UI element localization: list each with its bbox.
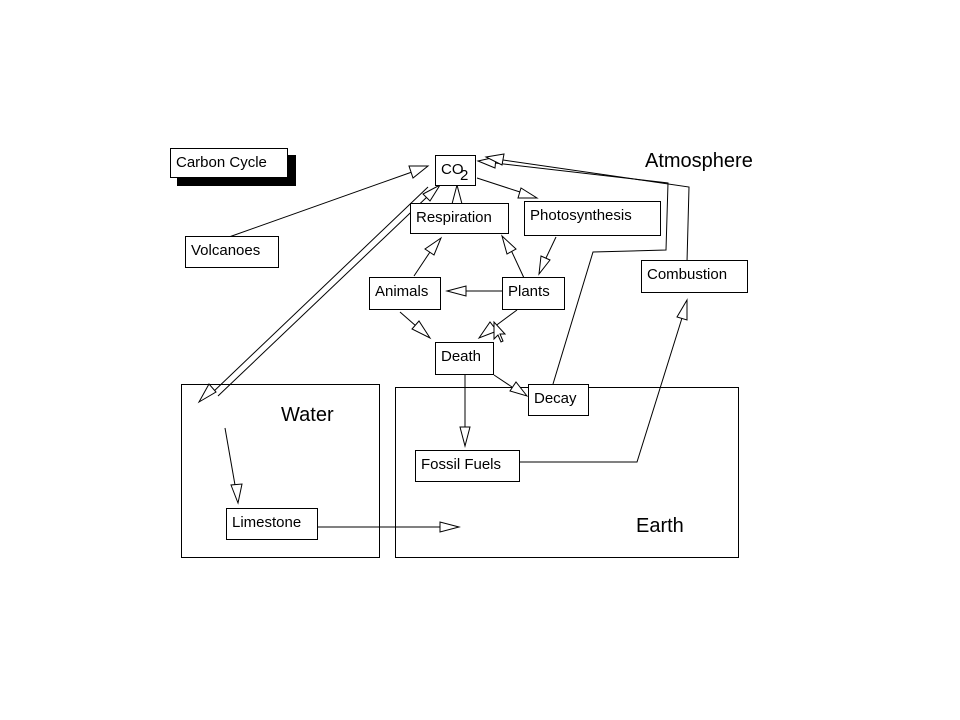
edge-combustion-co2	[502, 159, 690, 263]
combustion-node: Combustion	[641, 260, 748, 293]
decay-node: Decay	[528, 384, 589, 416]
arrowhead-co2-from-water	[422, 183, 442, 202]
plants-node: Plants	[502, 277, 565, 310]
death-node: Death	[435, 342, 494, 375]
edge-fossil-combustion	[519, 317, 683, 463]
edge-co2-water	[211, 186, 429, 394]
cursor-arrow	[493, 320, 507, 343]
edge-decay-co2	[494, 162, 669, 385]
earth-label: Earth	[636, 515, 684, 537]
arrowhead-earth	[439, 521, 461, 533]
animals-node: Animals	[369, 277, 441, 310]
edge-animals-respiration	[413, 251, 431, 277]
arrowhead-combustion	[676, 298, 688, 321]
edge-water-limestone	[224, 427, 236, 486]
edge-volcanoes-co2	[228, 171, 413, 238]
edge-animals-death	[399, 311, 417, 327]
arrowhead-death-from-animals	[411, 320, 432, 340]
arrowhead-animals	[445, 285, 467, 297]
arrowhead-co2-from-respiration	[451, 183, 463, 205]
arrowhead-decay	[509, 381, 529, 397]
edge-death-decay	[493, 374, 513, 388]
volcanoes-node: Volcanoes	[185, 236, 279, 268]
edge-water-co2	[217, 195, 429, 397]
respiration-node: Respiration	[410, 203, 509, 234]
diagram-title: Carbon Cycle	[170, 148, 288, 178]
arrowhead-co2-from-volcanoes	[408, 165, 430, 179]
arrowhead-water	[197, 383, 217, 404]
arrowhead-fossil-fuels	[459, 426, 471, 448]
arrowhead-photosynthesis	[517, 187, 539, 199]
photosynthesis-node: Photosynthesis	[524, 201, 661, 236]
water-region	[181, 384, 380, 558]
co2-subscript: 2	[460, 167, 469, 184]
edge-plants-death	[493, 309, 518, 328]
co2-main-text: CO	[441, 161, 464, 178]
fossil-fuels-node: Fossil Fuels	[415, 450, 520, 482]
edge-co2-photosynthesis	[476, 177, 521, 193]
water-label: Water	[281, 404, 334, 426]
arrowhead-plants-from-photosynthesis	[538, 255, 551, 276]
arrowhead-respiration-from-plants	[501, 234, 517, 255]
atmosphere-label: Atmosphere	[645, 150, 753, 172]
arrowhead-limestone	[230, 483, 243, 505]
arrowhead-co2-from-combustion	[484, 153, 505, 166]
edge-plants-respiration	[510, 249, 525, 279]
limestone-node: Limestone	[226, 508, 318, 540]
edge-photosynthesis-plants	[545, 236, 557, 259]
arrowhead-respiration-from-animals	[424, 236, 443, 256]
